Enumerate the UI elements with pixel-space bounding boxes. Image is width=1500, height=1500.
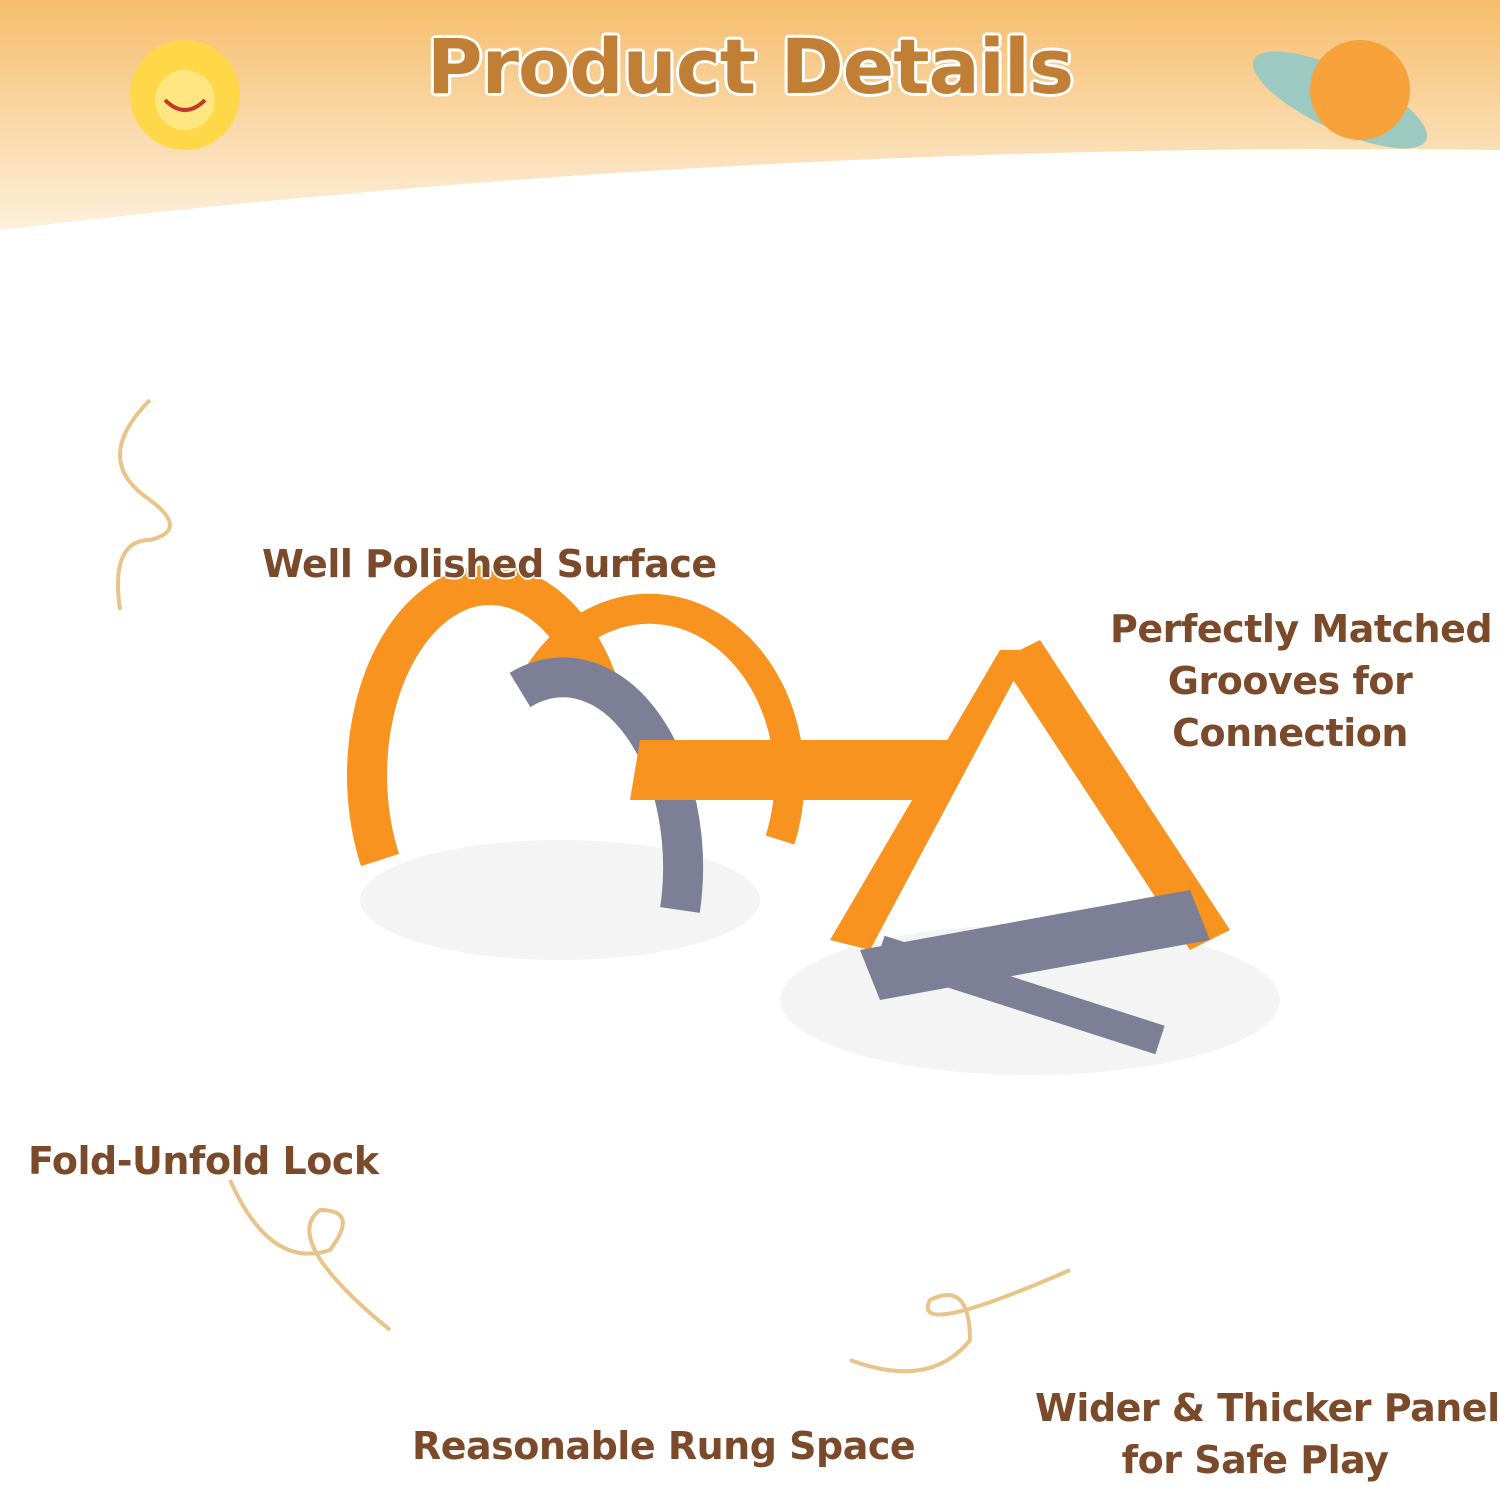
- feature-line: Perfectly Matched: [1110, 607, 1493, 651]
- feature-line: Reasonable Rung Space: [412, 1424, 916, 1468]
- page-title: Product Details: [426, 22, 1074, 111]
- flower-icon: [130, 40, 240, 150]
- feature-line: Grooves for: [1167, 659, 1413, 703]
- feature-label-thicker-panel: Wider & Thicker Panel for Safe Play: [1035, 1382, 1500, 1486]
- feature-label-matched-grooves: Perfectly Matched Grooves for Connection: [1110, 603, 1493, 759]
- feature-label-rung-space: Reasonable Rung Space: [412, 1420, 916, 1472]
- feature-line: Connection: [1172, 711, 1408, 755]
- feature-line: Fold-Unfold Lock: [28, 1139, 379, 1183]
- feature-line: Wider & Thicker Panel: [1035, 1386, 1500, 1430]
- feature-label-polished-surface: Well Polished Surface: [262, 538, 717, 590]
- feature-line: for Safe Play: [1121, 1438, 1389, 1482]
- feature-line: Well Polished Surface: [262, 542, 717, 586]
- feature-label-fold-lock: Fold-Unfold Lock: [28, 1135, 379, 1187]
- planet-icon: [1252, 40, 1428, 149]
